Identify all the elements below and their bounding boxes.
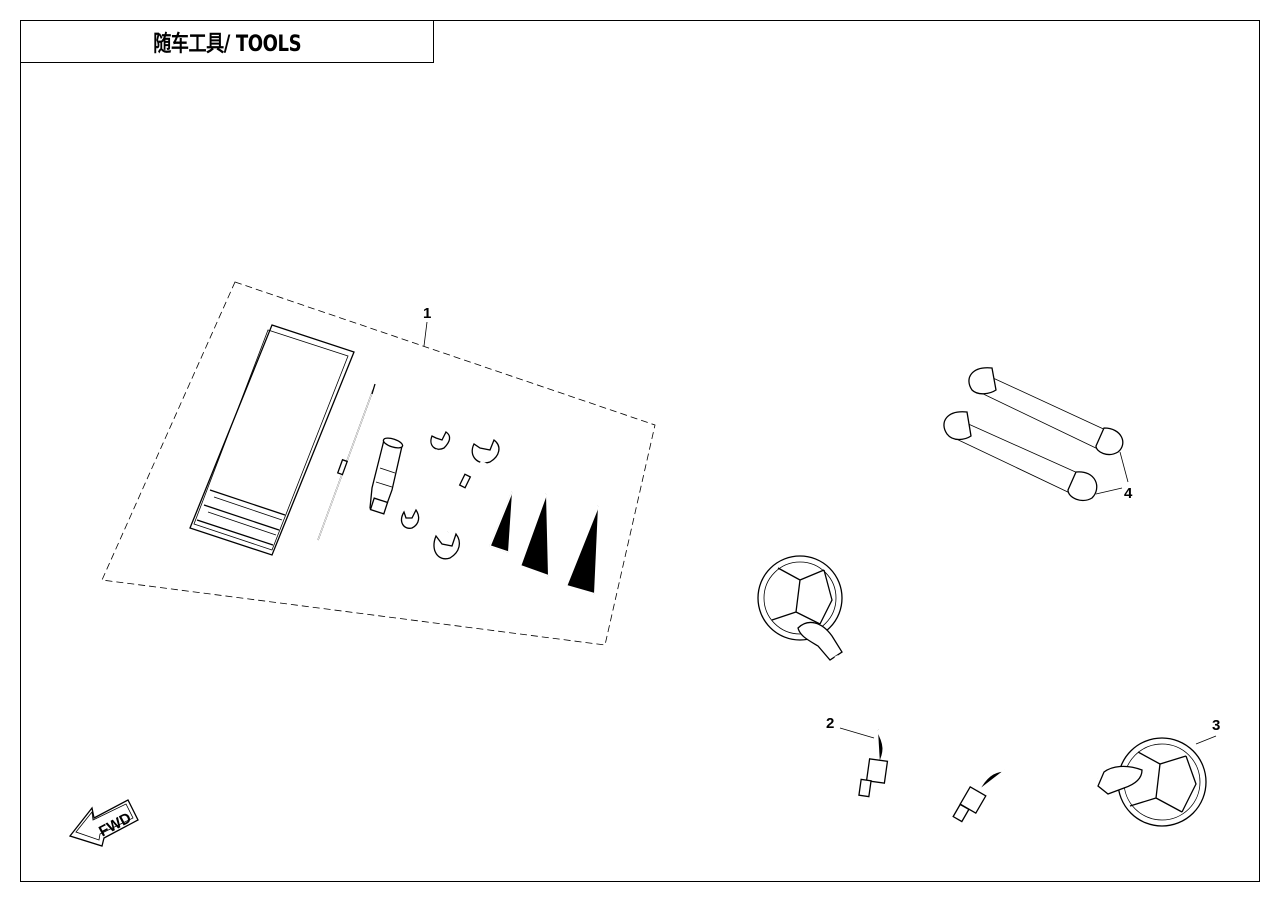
hex-key-large <box>564 505 600 596</box>
callout-1: 1 <box>423 305 431 322</box>
large-wrench <box>433 438 500 560</box>
fwd-direction-arrow: FWD <box>68 799 139 847</box>
tool-kit: 1 <box>101 281 656 646</box>
page-title: 随车工具/ TOOLS <box>152 31 301 57</box>
tool-pouch <box>189 324 355 556</box>
hex-key-small <box>488 491 513 553</box>
strap-lower <box>943 411 1098 502</box>
right-rear-view-mirror: 3 <box>952 717 1220 827</box>
callout-leader-1 <box>423 321 428 347</box>
drawing-frame <box>20 20 1260 882</box>
callout-3: 3 <box>1212 717 1220 734</box>
callout-4: 4 <box>1124 485 1133 502</box>
rubber-straps: 4 <box>943 367 1133 502</box>
title-block: 随车工具/ TOOLS <box>20 20 434 63</box>
small-wrench <box>400 431 451 529</box>
left-rear-view-mirror: 2 <box>757 555 889 798</box>
socket-handle <box>369 437 404 515</box>
screwdriver <box>317 383 376 541</box>
callout-2: 2 <box>826 715 834 732</box>
hex-key-medium <box>518 493 549 578</box>
strap-upper <box>968 367 1124 456</box>
